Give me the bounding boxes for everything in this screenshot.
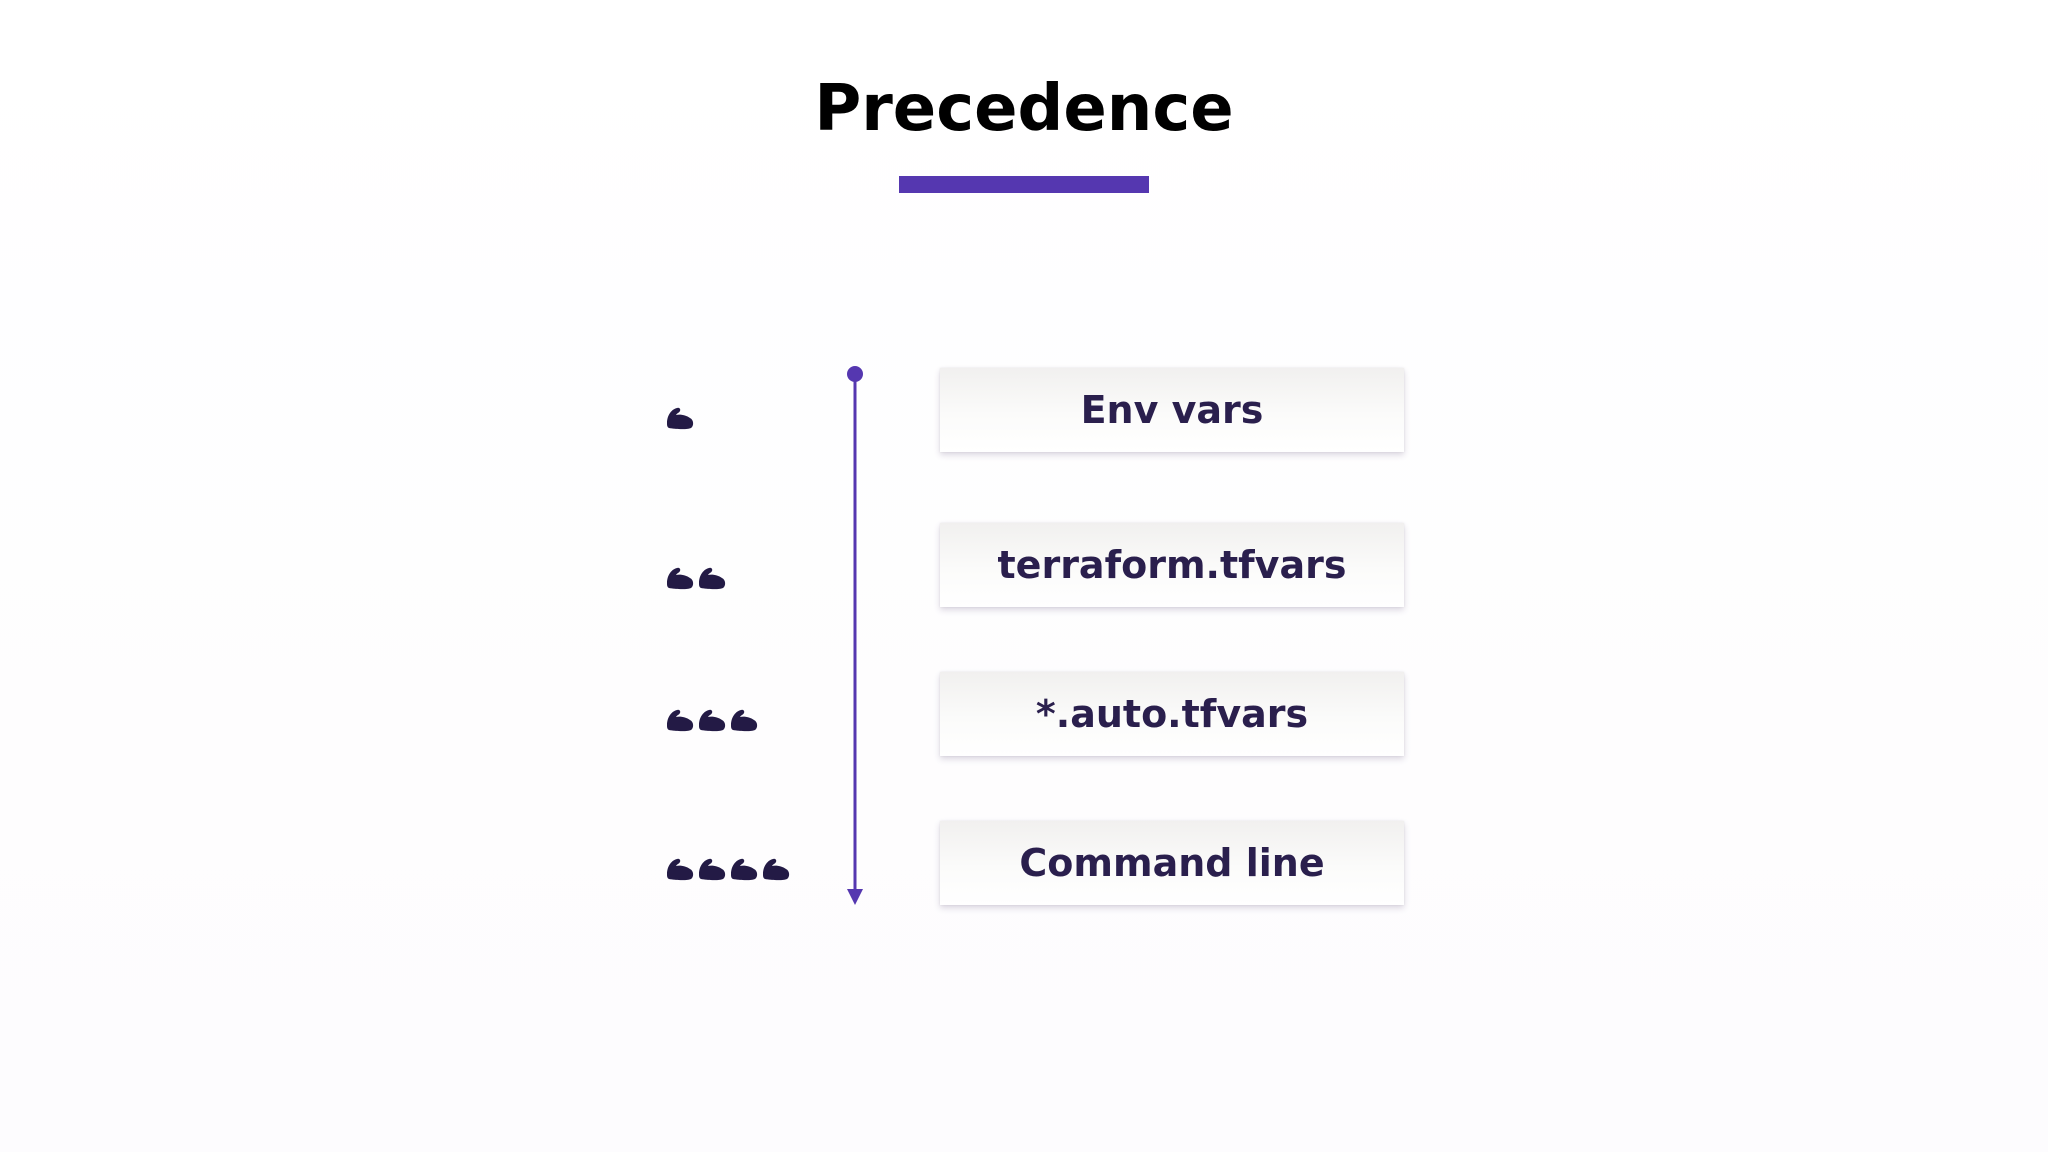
arrow-head — [847, 889, 863, 905]
precedence-box-auto-tfvars: *.auto.tfvars — [940, 672, 1404, 756]
flexed-biceps-icon — [667, 709, 694, 732]
flexed-biceps-icon — [667, 858, 694, 881]
flexed-biceps-icon — [731, 709, 758, 732]
precedence-box-env-vars: Env vars — [940, 368, 1404, 452]
precedence-box-terraform-tfvars: terraform.tfvars — [940, 523, 1404, 607]
flexed-biceps-icon — [731, 858, 758, 881]
flexed-biceps-icon — [699, 567, 726, 590]
slide-title: Precedence — [814, 72, 1234, 146]
flexed-biceps-icon — [699, 858, 726, 881]
precedence-box-label: Env vars — [1080, 388, 1264, 432]
flexed-biceps-icon — [667, 407, 694, 430]
flexed-biceps-icon — [763, 858, 790, 881]
precedence-box-label: terraform.tfvars — [997, 543, 1347, 587]
precedence-box-command-line: Command line — [940, 821, 1404, 905]
precedence-box-label: *.auto.tfvars — [1035, 692, 1309, 736]
strength-icons-row-3 — [664, 700, 760, 736]
flexed-biceps-icon — [699, 709, 726, 732]
title-underline — [899, 176, 1149, 193]
precedence-box-label: Command line — [1019, 841, 1325, 885]
strength-icons-row-4 — [664, 849, 792, 885]
precedence-arrow — [847, 366, 863, 905]
strength-icons-row-1 — [664, 398, 696, 434]
strength-icons-row-2 — [664, 558, 728, 594]
flexed-biceps-icon — [667, 567, 694, 590]
